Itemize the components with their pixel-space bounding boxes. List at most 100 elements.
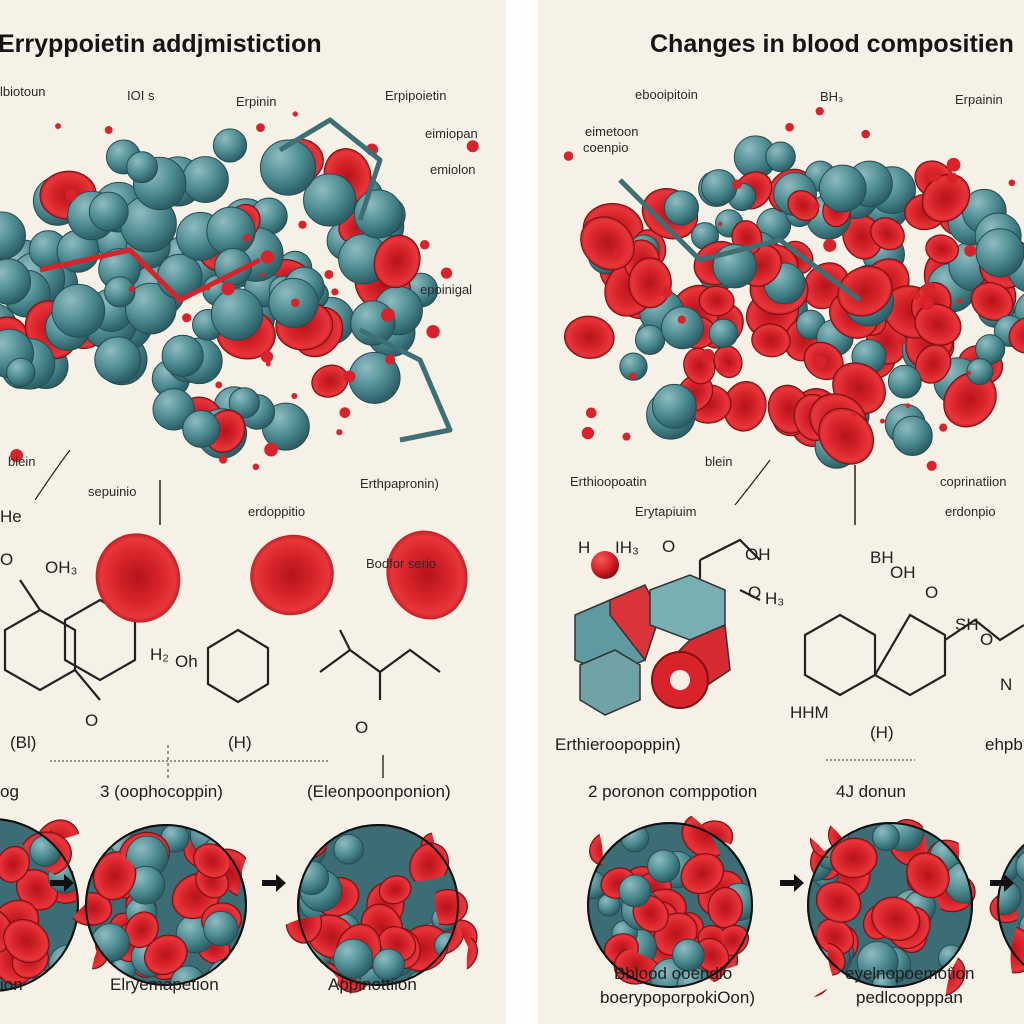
label: eimetoon [585, 124, 638, 139]
stage-label: 4J donun [836, 782, 906, 801]
teal-cell [966, 358, 994, 386]
stage-arrows [50, 874, 1014, 892]
red-dot [967, 370, 972, 375]
chem-label: O [0, 550, 13, 569]
stage-caption: pedlcoopppan [856, 988, 963, 1007]
red-dot [426, 324, 440, 339]
red-dot [926, 460, 937, 471]
red-blood-cell [378, 875, 412, 905]
teal-cell [818, 164, 867, 213]
chem-label: N [1000, 675, 1012, 694]
teal-cell [872, 823, 900, 852]
red-dot [252, 463, 260, 471]
red-blood-cell [707, 886, 743, 929]
curved-arrow [734, 459, 771, 506]
stage-label: 3 (oophocoppin) [100, 782, 223, 801]
molecule-bond [39, 247, 262, 303]
molecule-bond [358, 327, 453, 443]
red-dot [182, 313, 192, 323]
red-dot [922, 282, 937, 296]
red-dot [823, 238, 837, 252]
teal-cell [672, 938, 705, 972]
label: Bodfor serio [366, 556, 436, 571]
red-dot [910, 289, 921, 300]
label: Erpinin [236, 94, 276, 109]
stage-label: og [0, 782, 19, 801]
teal-cell [228, 387, 260, 419]
stage-caption: boerypoporpokiOon) [600, 988, 755, 1007]
benzene-ring [206, 628, 270, 704]
red-dot [785, 122, 794, 132]
chem-label: HHM [790, 703, 829, 722]
red-dot [256, 123, 265, 133]
teal-block [579, 649, 641, 716]
label: BH₃ [820, 89, 843, 104]
blood-sample-outline [587, 822, 753, 988]
red-blood-cell [628, 257, 672, 309]
teal-cell [647, 849, 681, 883]
chem-label: (H) [870, 723, 894, 742]
red-blood-cell [386, 530, 468, 620]
benzene-ring [3, 608, 77, 692]
label: Erpipoietin [385, 88, 446, 103]
red-dot [585, 407, 597, 419]
red-dot [293, 336, 298, 341]
red-blood-cell [906, 852, 950, 899]
red-dot [861, 129, 870, 139]
red-blood-cell [250, 534, 334, 616]
teal-cell [708, 318, 739, 349]
chem-label: O [925, 583, 938, 602]
red-dot [331, 288, 339, 296]
red-dot [339, 407, 351, 418]
red-blood-cell [921, 173, 971, 223]
chem-label: O [662, 537, 675, 556]
blood-sample-outline [85, 824, 247, 986]
cell-clusters [0, 106, 1024, 471]
label: erdonpio [945, 504, 996, 519]
red-blood-cell [373, 234, 421, 289]
label: coprinatiion [940, 474, 1007, 489]
chem-label: O [980, 630, 993, 649]
red-blood-cell [698, 285, 735, 317]
teal-cell [104, 276, 136, 308]
chem-label: He [0, 507, 22, 526]
chem-label: O [85, 711, 98, 730]
red-blood-cell [1008, 316, 1024, 354]
red-dot [629, 372, 637, 380]
red-blood-cell [925, 234, 959, 264]
teal-cell [892, 415, 933, 457]
arrow-right-icon [50, 874, 74, 892]
teal-cell [6, 357, 36, 387]
teal-cell [700, 169, 738, 206]
label: lbiotoun [0, 84, 46, 99]
label: eimiopan [425, 126, 478, 141]
label: emiolon [430, 162, 476, 177]
chem-label: SH [955, 615, 979, 634]
stage-label: (Eleonpoonponion) [307, 782, 451, 801]
red-dot [927, 168, 941, 183]
red-dot [717, 364, 727, 374]
red-dot [563, 151, 574, 161]
red-dot [701, 348, 715, 363]
stage-caption: Bblood ooendio [614, 964, 732, 983]
red-dot [385, 354, 396, 365]
arrow-right-icon [780, 874, 804, 892]
label: ebooipitoin [635, 87, 698, 102]
red-blood-cell [837, 265, 893, 317]
red-blood-cell [970, 282, 1014, 321]
red-dot [1008, 179, 1016, 187]
red-dot [264, 442, 278, 457]
red-dot [581, 426, 595, 440]
red-dot [381, 308, 395, 322]
benzene-ring [873, 613, 947, 697]
red-blood-cell [751, 323, 791, 358]
arrow-right-icon [262, 874, 286, 892]
red-dot [419, 240, 430, 250]
stage-caption: ion [0, 975, 23, 994]
red-dot [612, 249, 622, 259]
red-blood-cell [818, 407, 875, 465]
teal-cell [259, 139, 317, 196]
teal-cell [619, 352, 648, 381]
teal-cell [124, 282, 177, 335]
